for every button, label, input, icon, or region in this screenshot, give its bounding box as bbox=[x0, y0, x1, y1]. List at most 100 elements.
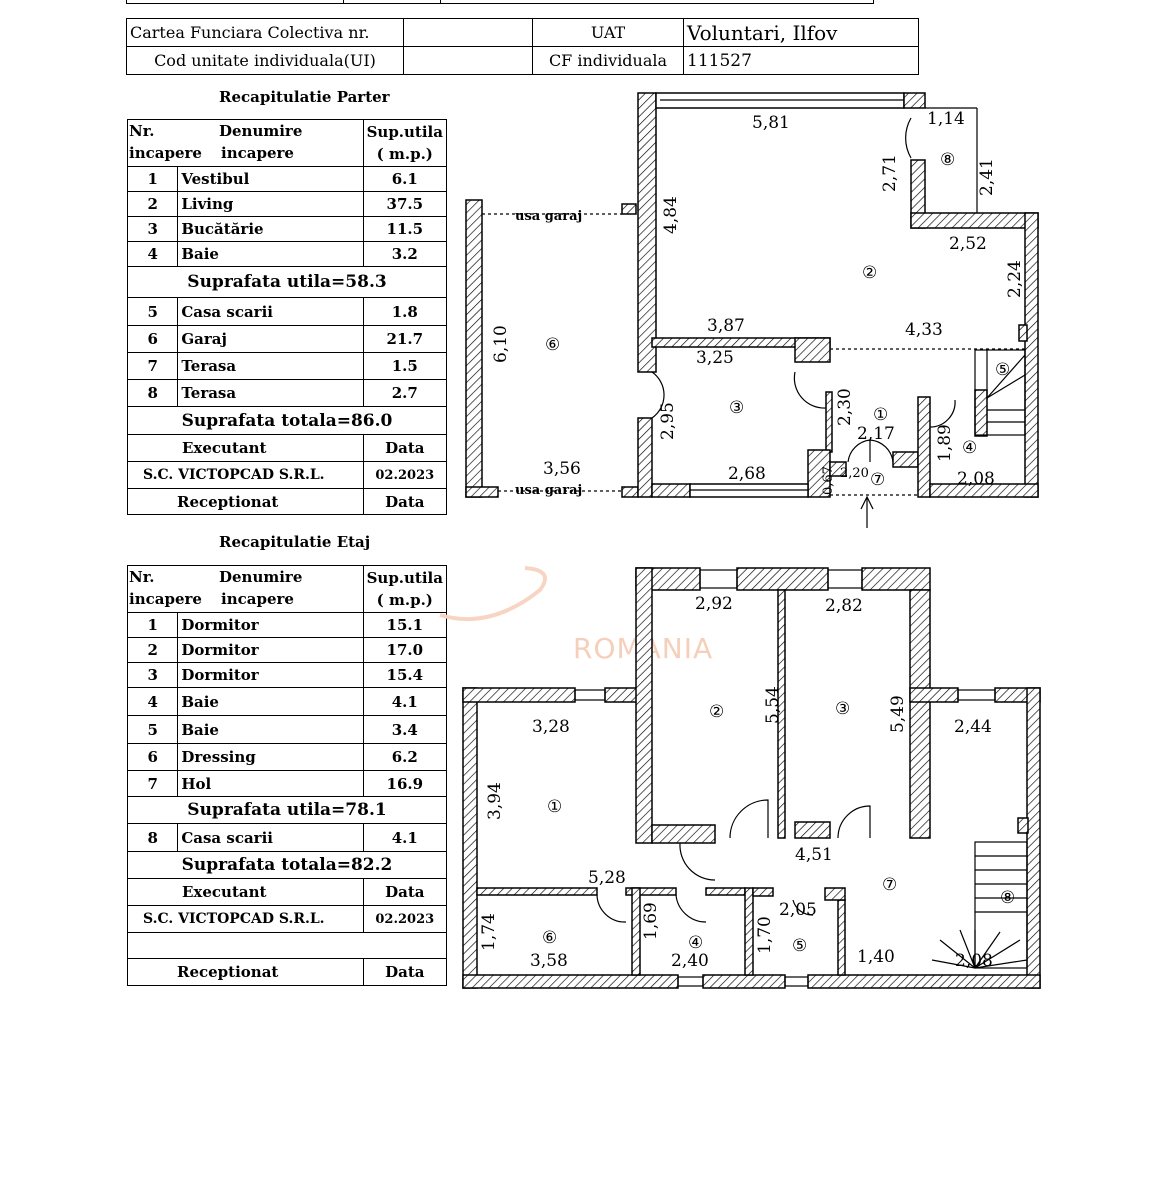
room-label: ③ bbox=[835, 699, 850, 719]
receptionat-label: Receptionat bbox=[127, 958, 364, 986]
room-nr: 1 bbox=[126, 166, 179, 192]
col-name-header: Denumire bbox=[219, 122, 303, 140]
garage-door-label: usa garaj bbox=[515, 483, 582, 498]
dimension: 4,51 bbox=[795, 845, 833, 865]
room-name: Casa scarii bbox=[177, 823, 364, 852]
cf-individuala-value: 111527 bbox=[683, 46, 919, 75]
room-nr: 4 bbox=[126, 241, 179, 267]
cf-colectiva-label: Cartea Funciara Colectiva nr. bbox=[126, 18, 404, 47]
room-area: 3.2 bbox=[362, 241, 448, 267]
dimension: 1,70 bbox=[755, 916, 775, 954]
room-label: ② bbox=[709, 702, 724, 722]
dimension: 2,44 bbox=[954, 717, 992, 737]
dimension: 3,56 bbox=[543, 459, 581, 479]
dimension: 2,41 bbox=[977, 158, 997, 196]
room-area: 3.4 bbox=[362, 715, 448, 744]
room-name: Baie bbox=[177, 715, 364, 744]
dimension: 1,89 bbox=[935, 424, 955, 462]
data-label: Data bbox=[362, 434, 448, 462]
dimension: 4,84 bbox=[661, 196, 681, 234]
room-area: 1.8 bbox=[362, 297, 448, 326]
col-name-header: Denumire bbox=[219, 568, 303, 586]
room-name: Terasa bbox=[177, 379, 364, 407]
room-label: ⑥ bbox=[542, 928, 557, 948]
upper-floor-lines bbox=[574, 569, 1028, 987]
dimension: 3,25 bbox=[696, 348, 734, 368]
previous-table-edge bbox=[126, 0, 874, 4]
suprafata-utila: Suprafata utila=58.3 bbox=[127, 266, 447, 298]
dimension: 5,49 bbox=[888, 695, 908, 733]
room-nr: 6 bbox=[126, 743, 179, 771]
dimension: 2,30 bbox=[835, 388, 855, 426]
suprafata-utila: Suprafata utila=78.1 bbox=[127, 796, 447, 824]
room-label: ⑥ bbox=[545, 335, 560, 355]
header-cells: Nr. incapere Denumire incapere bbox=[127, 565, 364, 613]
blank-row bbox=[127, 932, 447, 959]
room-label: ⑧ bbox=[940, 150, 955, 170]
room-nr: 5 bbox=[126, 297, 179, 326]
room-name: Dormitor bbox=[177, 662, 364, 688]
dimension: 2,92 bbox=[695, 594, 733, 614]
dimension: 3,87 bbox=[707, 316, 745, 336]
room-name: Bucătărie bbox=[177, 216, 364, 242]
room-area: 6.1 bbox=[362, 166, 448, 192]
col-nr-header-2: incapere bbox=[129, 590, 202, 608]
room-nr: 2 bbox=[126, 191, 179, 217]
room-label: ⑤ bbox=[995, 360, 1010, 380]
cf-individuala-label: CF individuala bbox=[532, 46, 684, 75]
cod-ui-value bbox=[403, 46, 533, 75]
room-area: 4.1 bbox=[362, 687, 448, 716]
etaj-title: Recapitulatie Etaj bbox=[219, 533, 371, 551]
header-cells: Nr. incapere Denumire incapere bbox=[127, 119, 364, 167]
dimension: 1,14 bbox=[927, 109, 965, 129]
room-nr: 7 bbox=[126, 352, 179, 380]
executant-date: 02.2023 bbox=[362, 461, 448, 489]
dimension: 2,08 bbox=[955, 951, 993, 971]
room-label: ① bbox=[873, 405, 888, 425]
room-nr: 4 bbox=[126, 687, 179, 716]
dimension: 6,10 bbox=[491, 325, 511, 363]
col-name-header-2: incapere bbox=[221, 144, 294, 162]
dimension: 2,95 bbox=[658, 402, 678, 440]
dimension: 2,68 bbox=[728, 464, 766, 484]
parter-summary-table: Nr. incapere Denumire incapere Sup.utila… bbox=[126, 119, 448, 515]
dimension: 2,05 bbox=[779, 900, 817, 920]
room-name: Dormitor bbox=[177, 637, 364, 663]
upper-floor-annotations: ① ② ③ ④ ⑤ ⑥ ⑦ ⑧ 2,92 2,82 3,28 5,54 5,49… bbox=[479, 594, 1015, 971]
room-area: 16.9 bbox=[362, 770, 448, 797]
dimension: 2,08 bbox=[957, 469, 995, 489]
data-label: Data bbox=[362, 878, 448, 906]
room-label: ③ bbox=[729, 398, 744, 418]
room-area: 15.1 bbox=[362, 612, 448, 638]
receptionat-data-label: Data bbox=[362, 488, 448, 515]
executant-label: Executant bbox=[127, 878, 364, 906]
room-name: Terasa bbox=[177, 352, 364, 380]
dimension: 3,28 bbox=[532, 717, 570, 737]
room-area: 15.4 bbox=[362, 662, 448, 688]
room-nr: 2 bbox=[126, 637, 179, 663]
room-label: ⑤ bbox=[792, 936, 807, 956]
room-nr: 3 bbox=[126, 662, 179, 688]
suprafata-totala: Suprafata totala=86.0 bbox=[127, 406, 447, 435]
room-label: ④ bbox=[688, 933, 703, 953]
dimension: 2,52 bbox=[949, 234, 987, 254]
room-name: Living bbox=[177, 191, 364, 217]
dimension: 4,33 bbox=[905, 320, 943, 340]
room-label: ⑦ bbox=[882, 875, 897, 895]
ground-floor-lines bbox=[482, 99, 1026, 528]
room-nr: 8 bbox=[126, 823, 179, 852]
room-area: 6.2 bbox=[362, 743, 448, 771]
